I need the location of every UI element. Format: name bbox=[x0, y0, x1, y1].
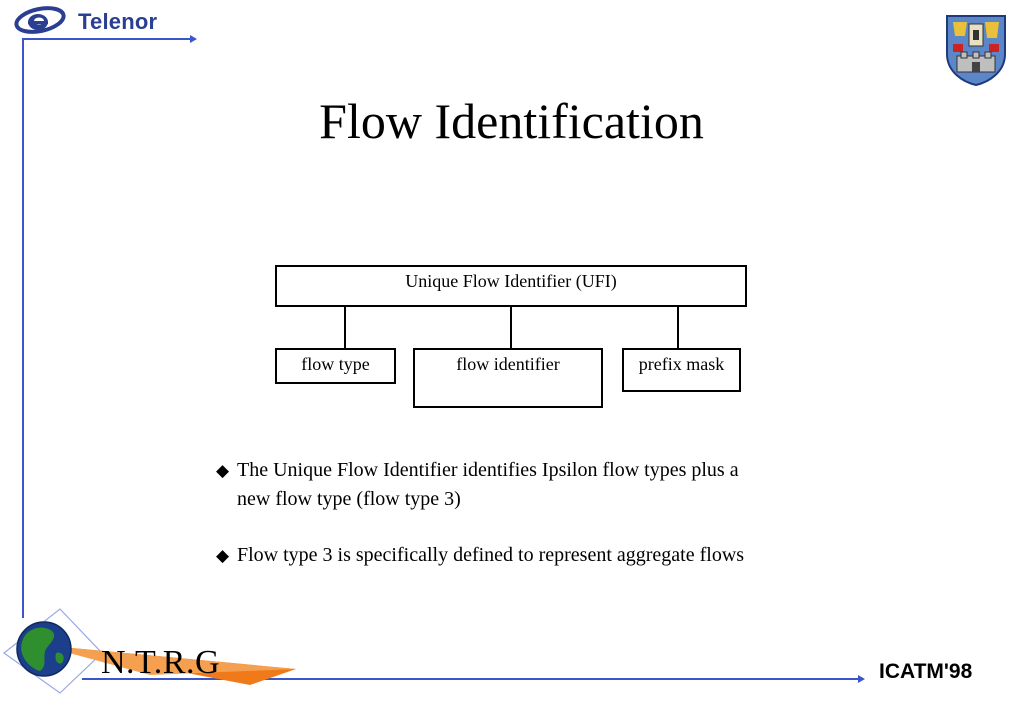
frame-bottom-arrow bbox=[858, 675, 865, 683]
bullet-text-line: new flow type (flow type 3) bbox=[237, 488, 461, 510]
globe-icon bbox=[16, 621, 72, 677]
bullet-item: ◆ Flow type 3 is specifically defined to… bbox=[216, 541, 856, 570]
telenor-brand-text: Telenor bbox=[78, 9, 158, 34]
diagram-child-box: prefix mask bbox=[622, 348, 741, 392]
diagram-connector bbox=[677, 307, 679, 348]
bullet-item: ◆ The Unique Flow Identifier identifies … bbox=[216, 456, 856, 514]
bullet-text-line: The Unique Flow Identifier identifies Ip… bbox=[237, 459, 739, 481]
diagram-child-box: flow type bbox=[275, 348, 396, 384]
frame-top-line bbox=[22, 38, 192, 40]
frame-bottom-line bbox=[82, 678, 860, 680]
diagram-connector bbox=[344, 307, 346, 348]
ntrg-label: N.T.R.G bbox=[101, 644, 221, 681]
diagram-child-box: flow identifier bbox=[413, 348, 603, 408]
frame-left-line bbox=[22, 38, 24, 618]
diagram-root-box: Unique Flow Identifier (UFI) bbox=[275, 265, 747, 307]
bullet-list: ◆ The Unique Flow Identifier identifies … bbox=[216, 456, 856, 570]
slide-title: Flow Identification bbox=[319, 93, 704, 149]
university-crest-icon bbox=[945, 14, 1007, 87]
conference-label: ICATM'98 bbox=[879, 660, 973, 683]
diamond-bullet-icon: ◆ bbox=[216, 461, 230, 480]
diamond-bullet-icon: ◆ bbox=[216, 546, 230, 565]
ntrg-logo bbox=[0, 605, 300, 700]
diagram-connector bbox=[510, 307, 512, 348]
bullet-text-line: Flow type 3 is specifically defined to r… bbox=[237, 544, 745, 566]
frame-top-arrow bbox=[190, 35, 197, 43]
telenor-logo-icon bbox=[14, 6, 66, 34]
telenor-logo bbox=[14, 6, 189, 38]
